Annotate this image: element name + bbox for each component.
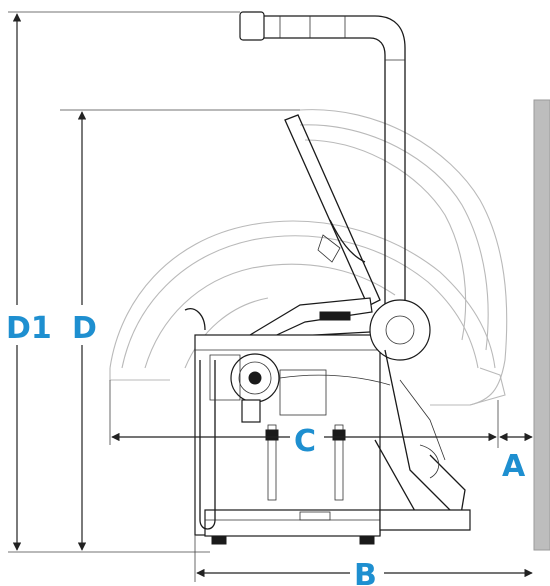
dimension-a: A <box>499 432 533 484</box>
tilted-column <box>284 114 381 307</box>
dimension-d1: D1 <box>0 11 240 553</box>
right-mechanism <box>369 299 471 531</box>
dimension-b: B <box>194 535 533 586</box>
dimension-d: D <box>60 109 300 551</box>
dimension-label-d: D <box>72 311 97 346</box>
dimension-label-c: C <box>294 424 316 459</box>
dimension-c: C <box>109 380 499 459</box>
dimension-label-d1: D1 <box>6 311 52 346</box>
dimension-label-a: A <box>502 449 526 484</box>
tyre-outline-ghost <box>109 109 508 406</box>
bead-breaker-arm <box>184 308 280 530</box>
wall <box>533 99 550 551</box>
overhead-arm <box>239 11 406 330</box>
dimension-label-b: B <box>354 558 377 586</box>
cabinet-body <box>194 334 381 545</box>
air-hose <box>279 374 391 386</box>
